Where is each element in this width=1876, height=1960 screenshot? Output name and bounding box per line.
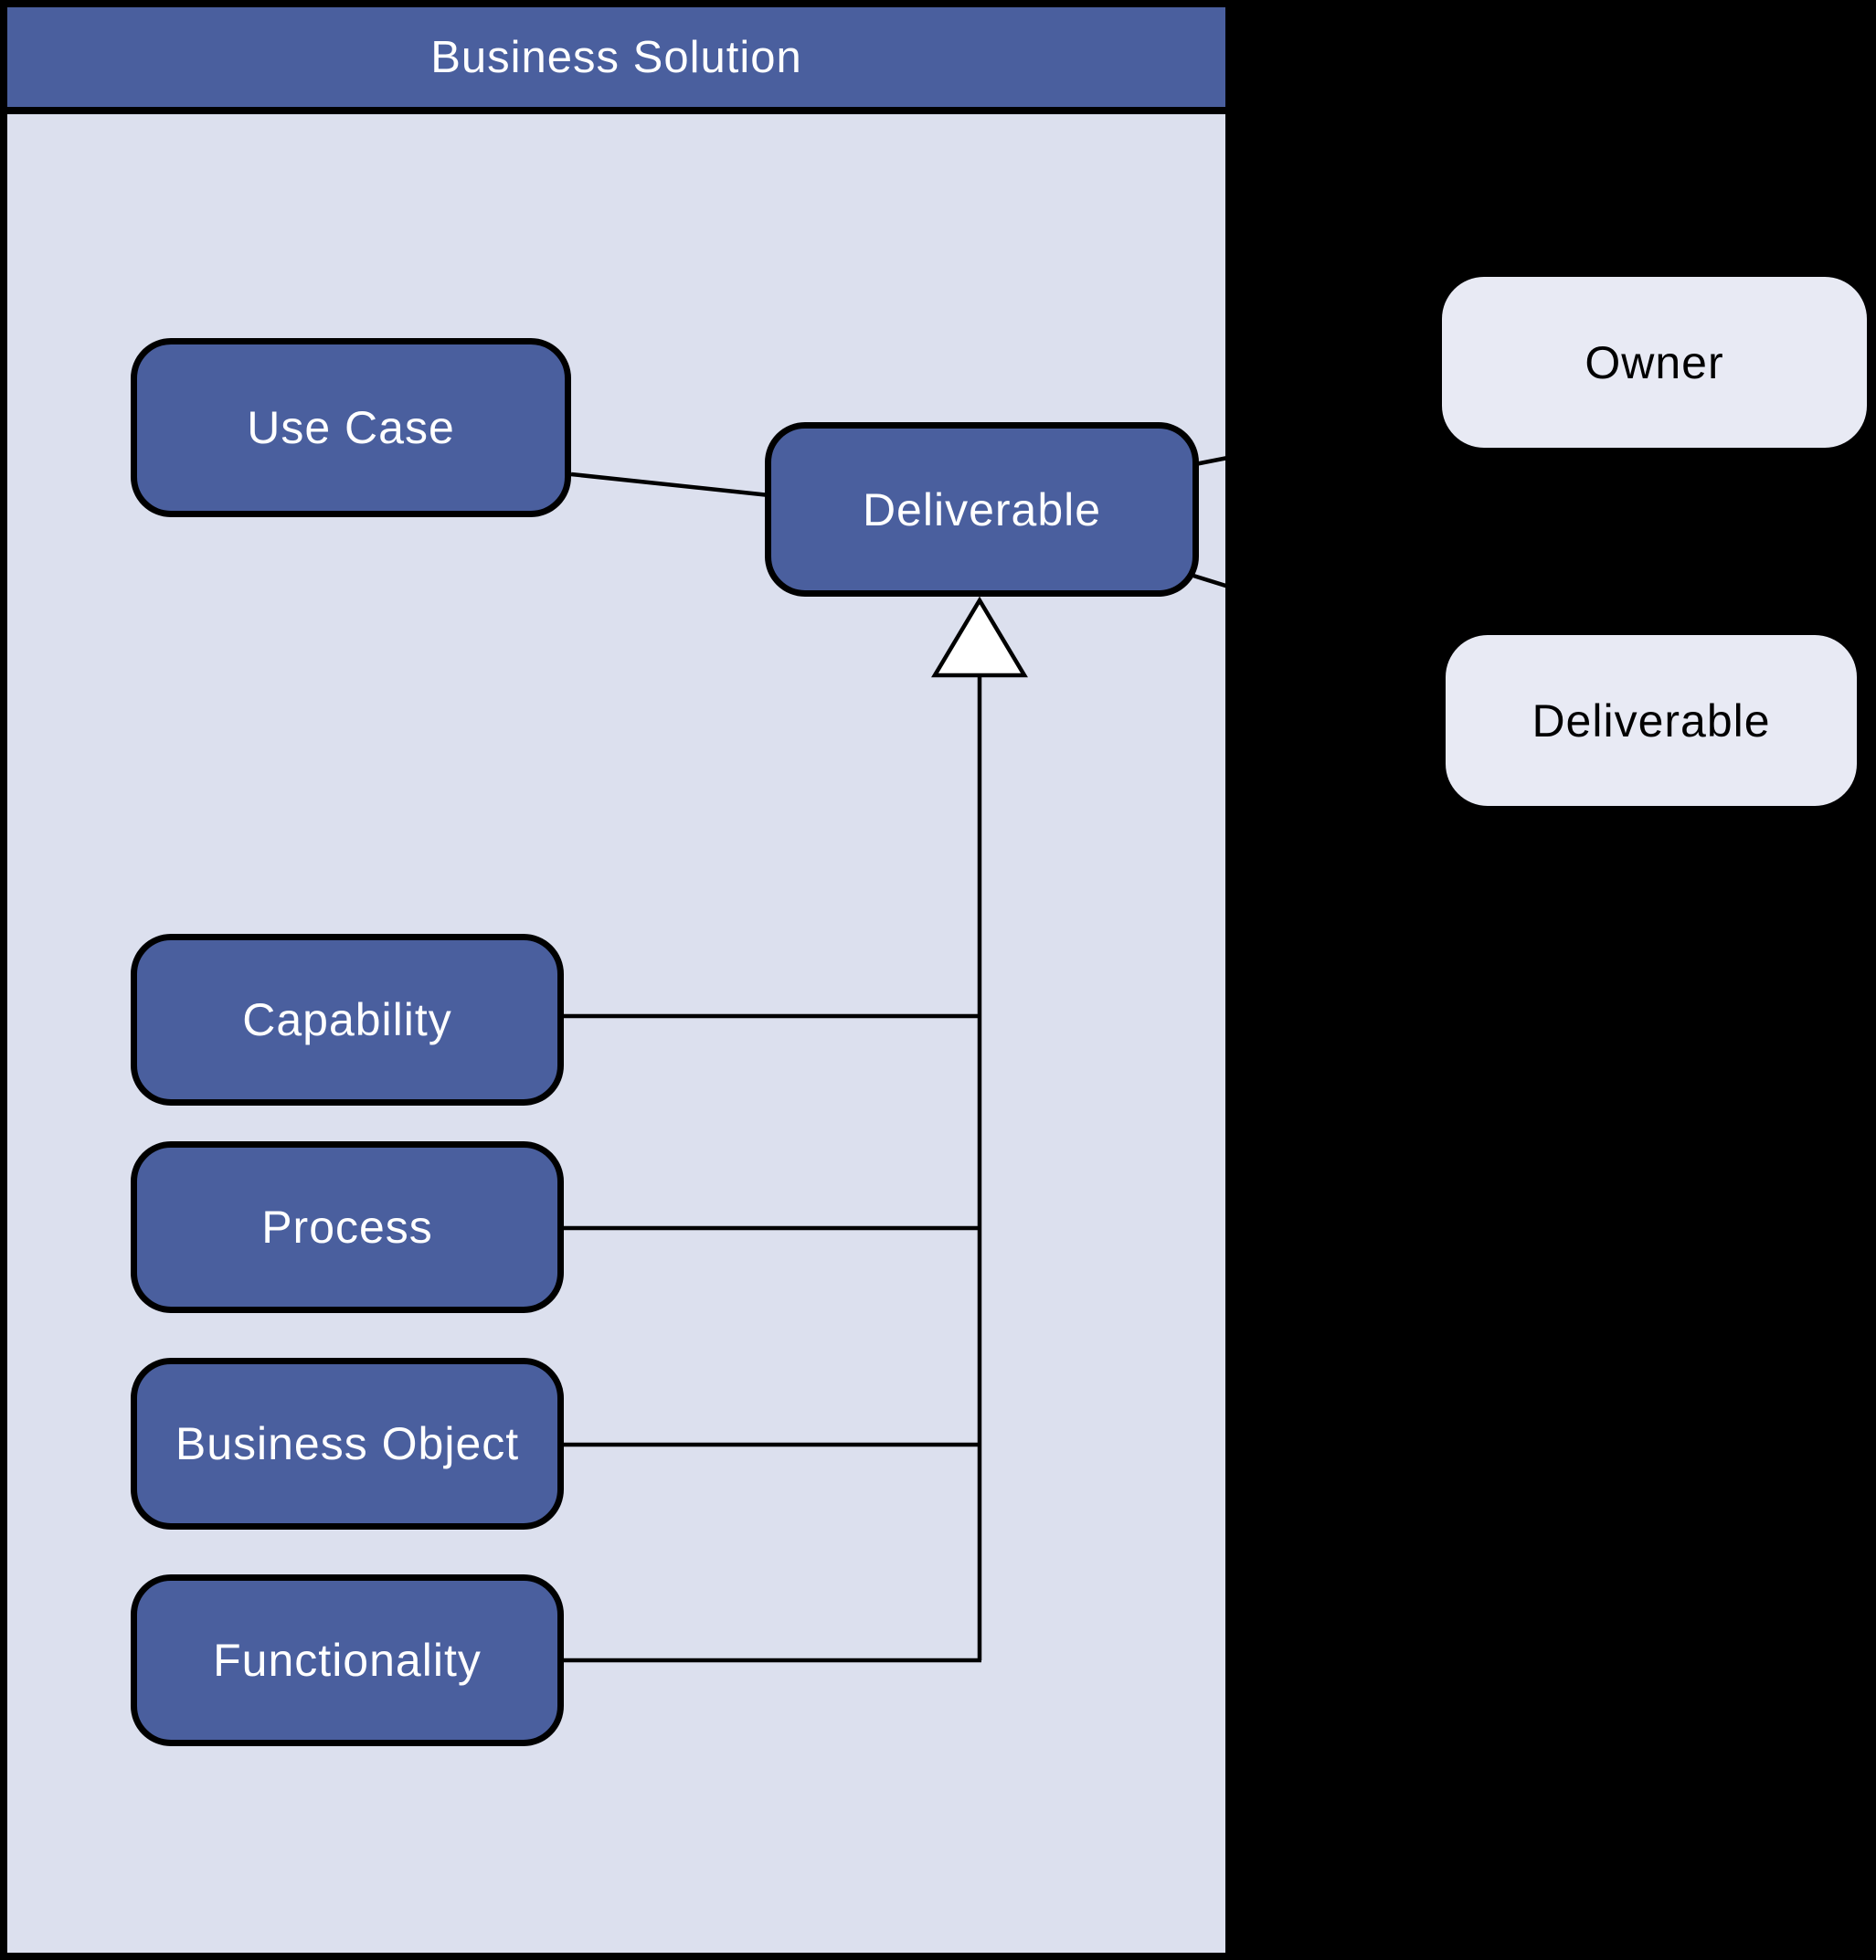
node-capability[interactable]: Capability bbox=[131, 934, 564, 1106]
legend-deliverable-box[interactable]: Deliverable bbox=[1446, 635, 1857, 806]
legend-owner-box[interactable]: Owner bbox=[1442, 277, 1867, 448]
business-solution-header: Business Solution bbox=[7, 7, 1225, 114]
legend-owner-label: Owner bbox=[1585, 336, 1724, 388]
legend-deliverable-label: Deliverable bbox=[1532, 694, 1771, 747]
node-capability-label: Capability bbox=[242, 994, 452, 1045]
node-process[interactable]: Process bbox=[131, 1141, 564, 1313]
node-deliverable-label: Deliverable bbox=[862, 483, 1102, 535]
node-use-case-label: Use Case bbox=[247, 402, 455, 453]
node-functionality[interactable]: Functionality bbox=[131, 1574, 564, 1746]
node-business-object-label: Business Object bbox=[175, 1418, 520, 1469]
node-functionality-label: Functionality bbox=[213, 1635, 482, 1686]
node-business-object[interactable]: Business Object bbox=[131, 1358, 564, 1530]
business-solution-title: Business Solution bbox=[430, 32, 802, 82]
node-process-label: Process bbox=[261, 1202, 433, 1253]
node-deliverable[interactable]: Deliverable bbox=[765, 422, 1199, 597]
node-use-case[interactable]: Use Case bbox=[131, 338, 571, 517]
